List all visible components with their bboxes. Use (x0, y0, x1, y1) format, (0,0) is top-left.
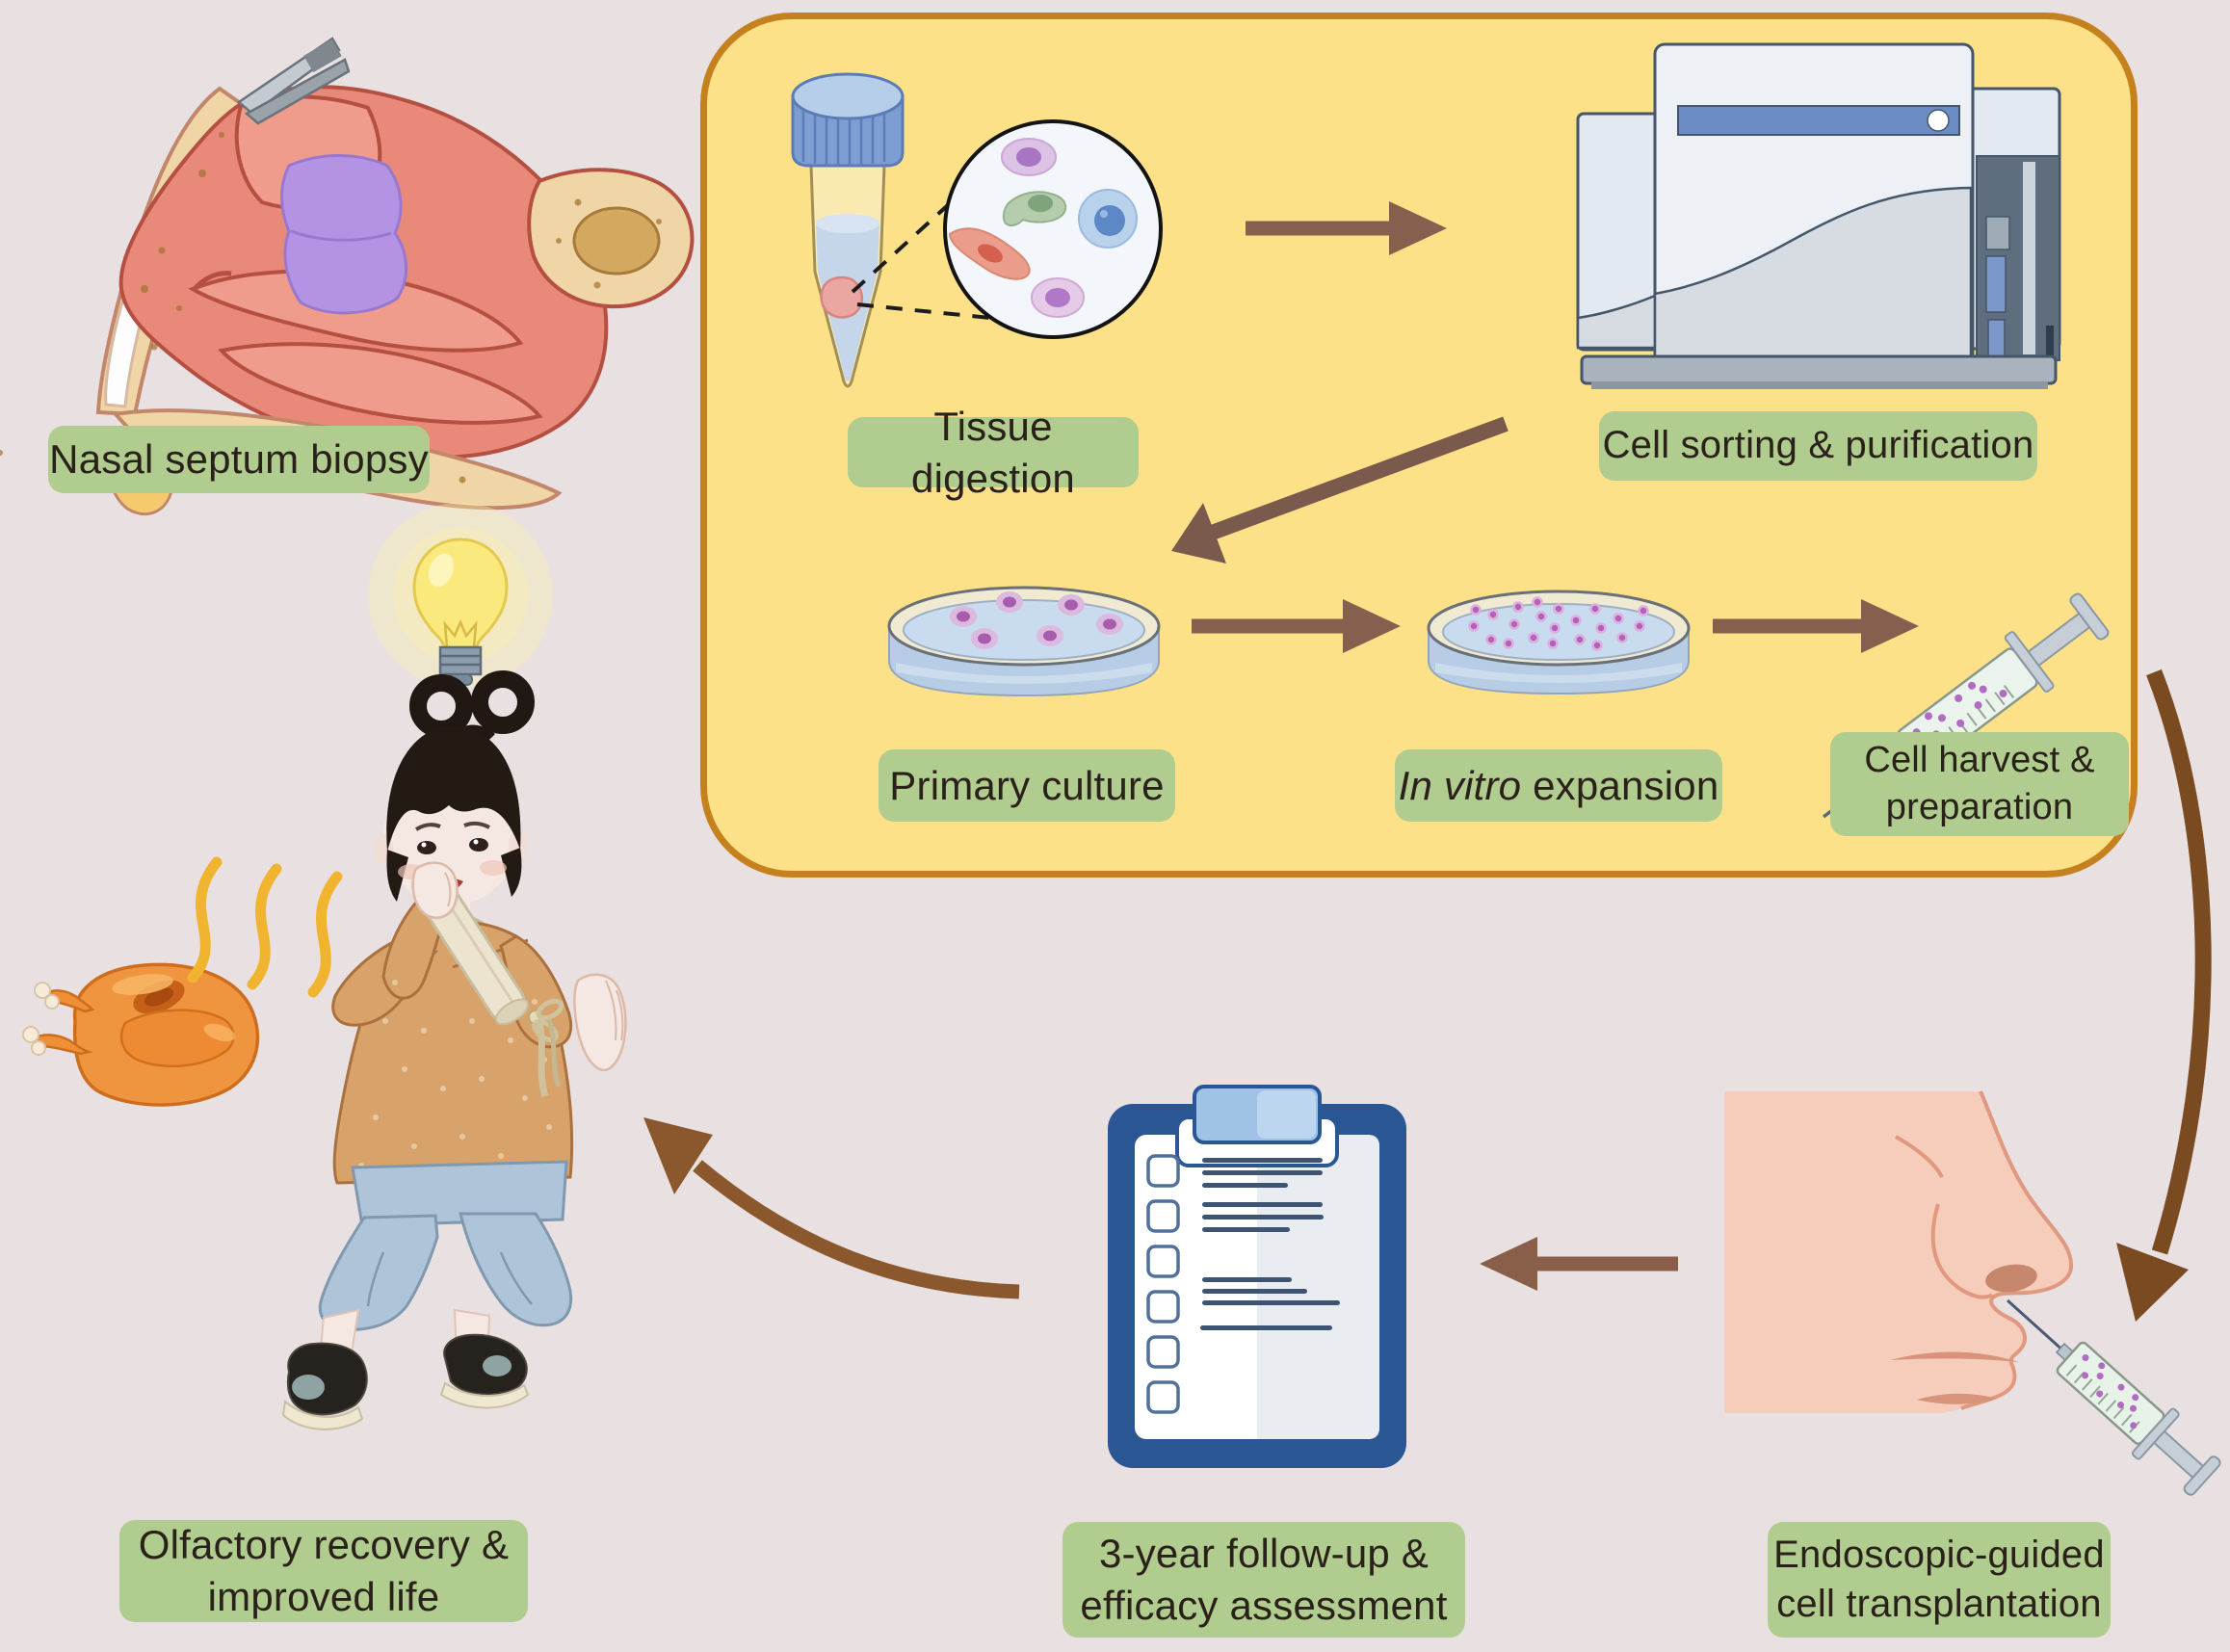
label-in-vitro-expansion: In vitro expansion (1395, 749, 1722, 822)
label-text: Olfactory recovery & improved life (138, 1522, 510, 1619)
label-text: 3-year follow-up & efficacy assessment (1080, 1531, 1448, 1628)
label-text: Primary culture (889, 762, 1165, 808)
label-olfactory-recovery: Olfactory recovery & improved life (119, 1520, 528, 1622)
petri-dish-primary-culture-icon (887, 586, 1161, 697)
flow-arrow-followup-to-recovery-curved (643, 1117, 1020, 1299)
flow-arrow-sorting-to-primary (1171, 416, 1509, 564)
label-text-italic: In vitro (1398, 762, 1522, 808)
transplant-syringe-icon (2006, 1298, 2221, 1496)
clipboard-checklist-icon (1108, 1085, 1406, 1468)
cell-sorter-machine-icon (1576, 42, 2061, 389)
dissociated-cells-circle-icon (943, 119, 1163, 339)
roast-chicken-icon (22, 962, 260, 1107)
child-illustration (281, 670, 627, 1430)
flow-arrow-digestion-to-sorting (1246, 201, 1447, 255)
label-text: Cell sorting & purification (1602, 424, 2034, 467)
flow-arrow-expansion-to-harvest (1713, 599, 1919, 653)
label-text: Nasal septum biopsy (49, 436, 429, 483)
nose-profile-illustration (1724, 1090, 2074, 1413)
label-primary-culture: Primary culture (879, 749, 1175, 822)
label-followup-assessment: 3-year follow-up & efficacy assessment (1063, 1522, 1465, 1638)
label-text: Tissue digestion (911, 403, 1075, 501)
label-text: In vitro expansion (1399, 760, 1719, 812)
petri-dish-expansion-icon (1427, 590, 1691, 695)
centrifuge-tube-icon (791, 72, 905, 388)
tweezers-icon (236, 37, 351, 125)
label-text: Endoscopic-guided cell transplantation (1773, 1533, 2105, 1625)
aroma-waves-icon (187, 856, 343, 998)
label-tissue-digestion: Tissue digestion (848, 404, 1139, 501)
label-text-rest: expansion (1521, 762, 1719, 808)
label-endoscopic-transplantation: Endoscopic-guided cell transplantation (1768, 1522, 2111, 1638)
flow-arrow-harvest-to-transplant-curved (2116, 669, 2212, 1322)
label-nasal-septum-biopsy: Nasal septum biopsy (48, 426, 430, 493)
nasal-cavity-illustration (0, 37, 695, 516)
label-cell-sorting-purification: Cell sorting & purification (1599, 411, 2037, 481)
label-cell-harvest-preparation: Cell harvest & preparation (1830, 732, 2129, 836)
flow-arrow-primary-to-expansion (1192, 599, 1401, 653)
magnifier-dashed-lines (851, 202, 991, 320)
label-text: Cell harvest & preparation (1864, 740, 2095, 827)
idea-lightbulb-icon (368, 503, 553, 688)
flow-arrow-transplant-to-followup (1480, 1237, 1678, 1291)
